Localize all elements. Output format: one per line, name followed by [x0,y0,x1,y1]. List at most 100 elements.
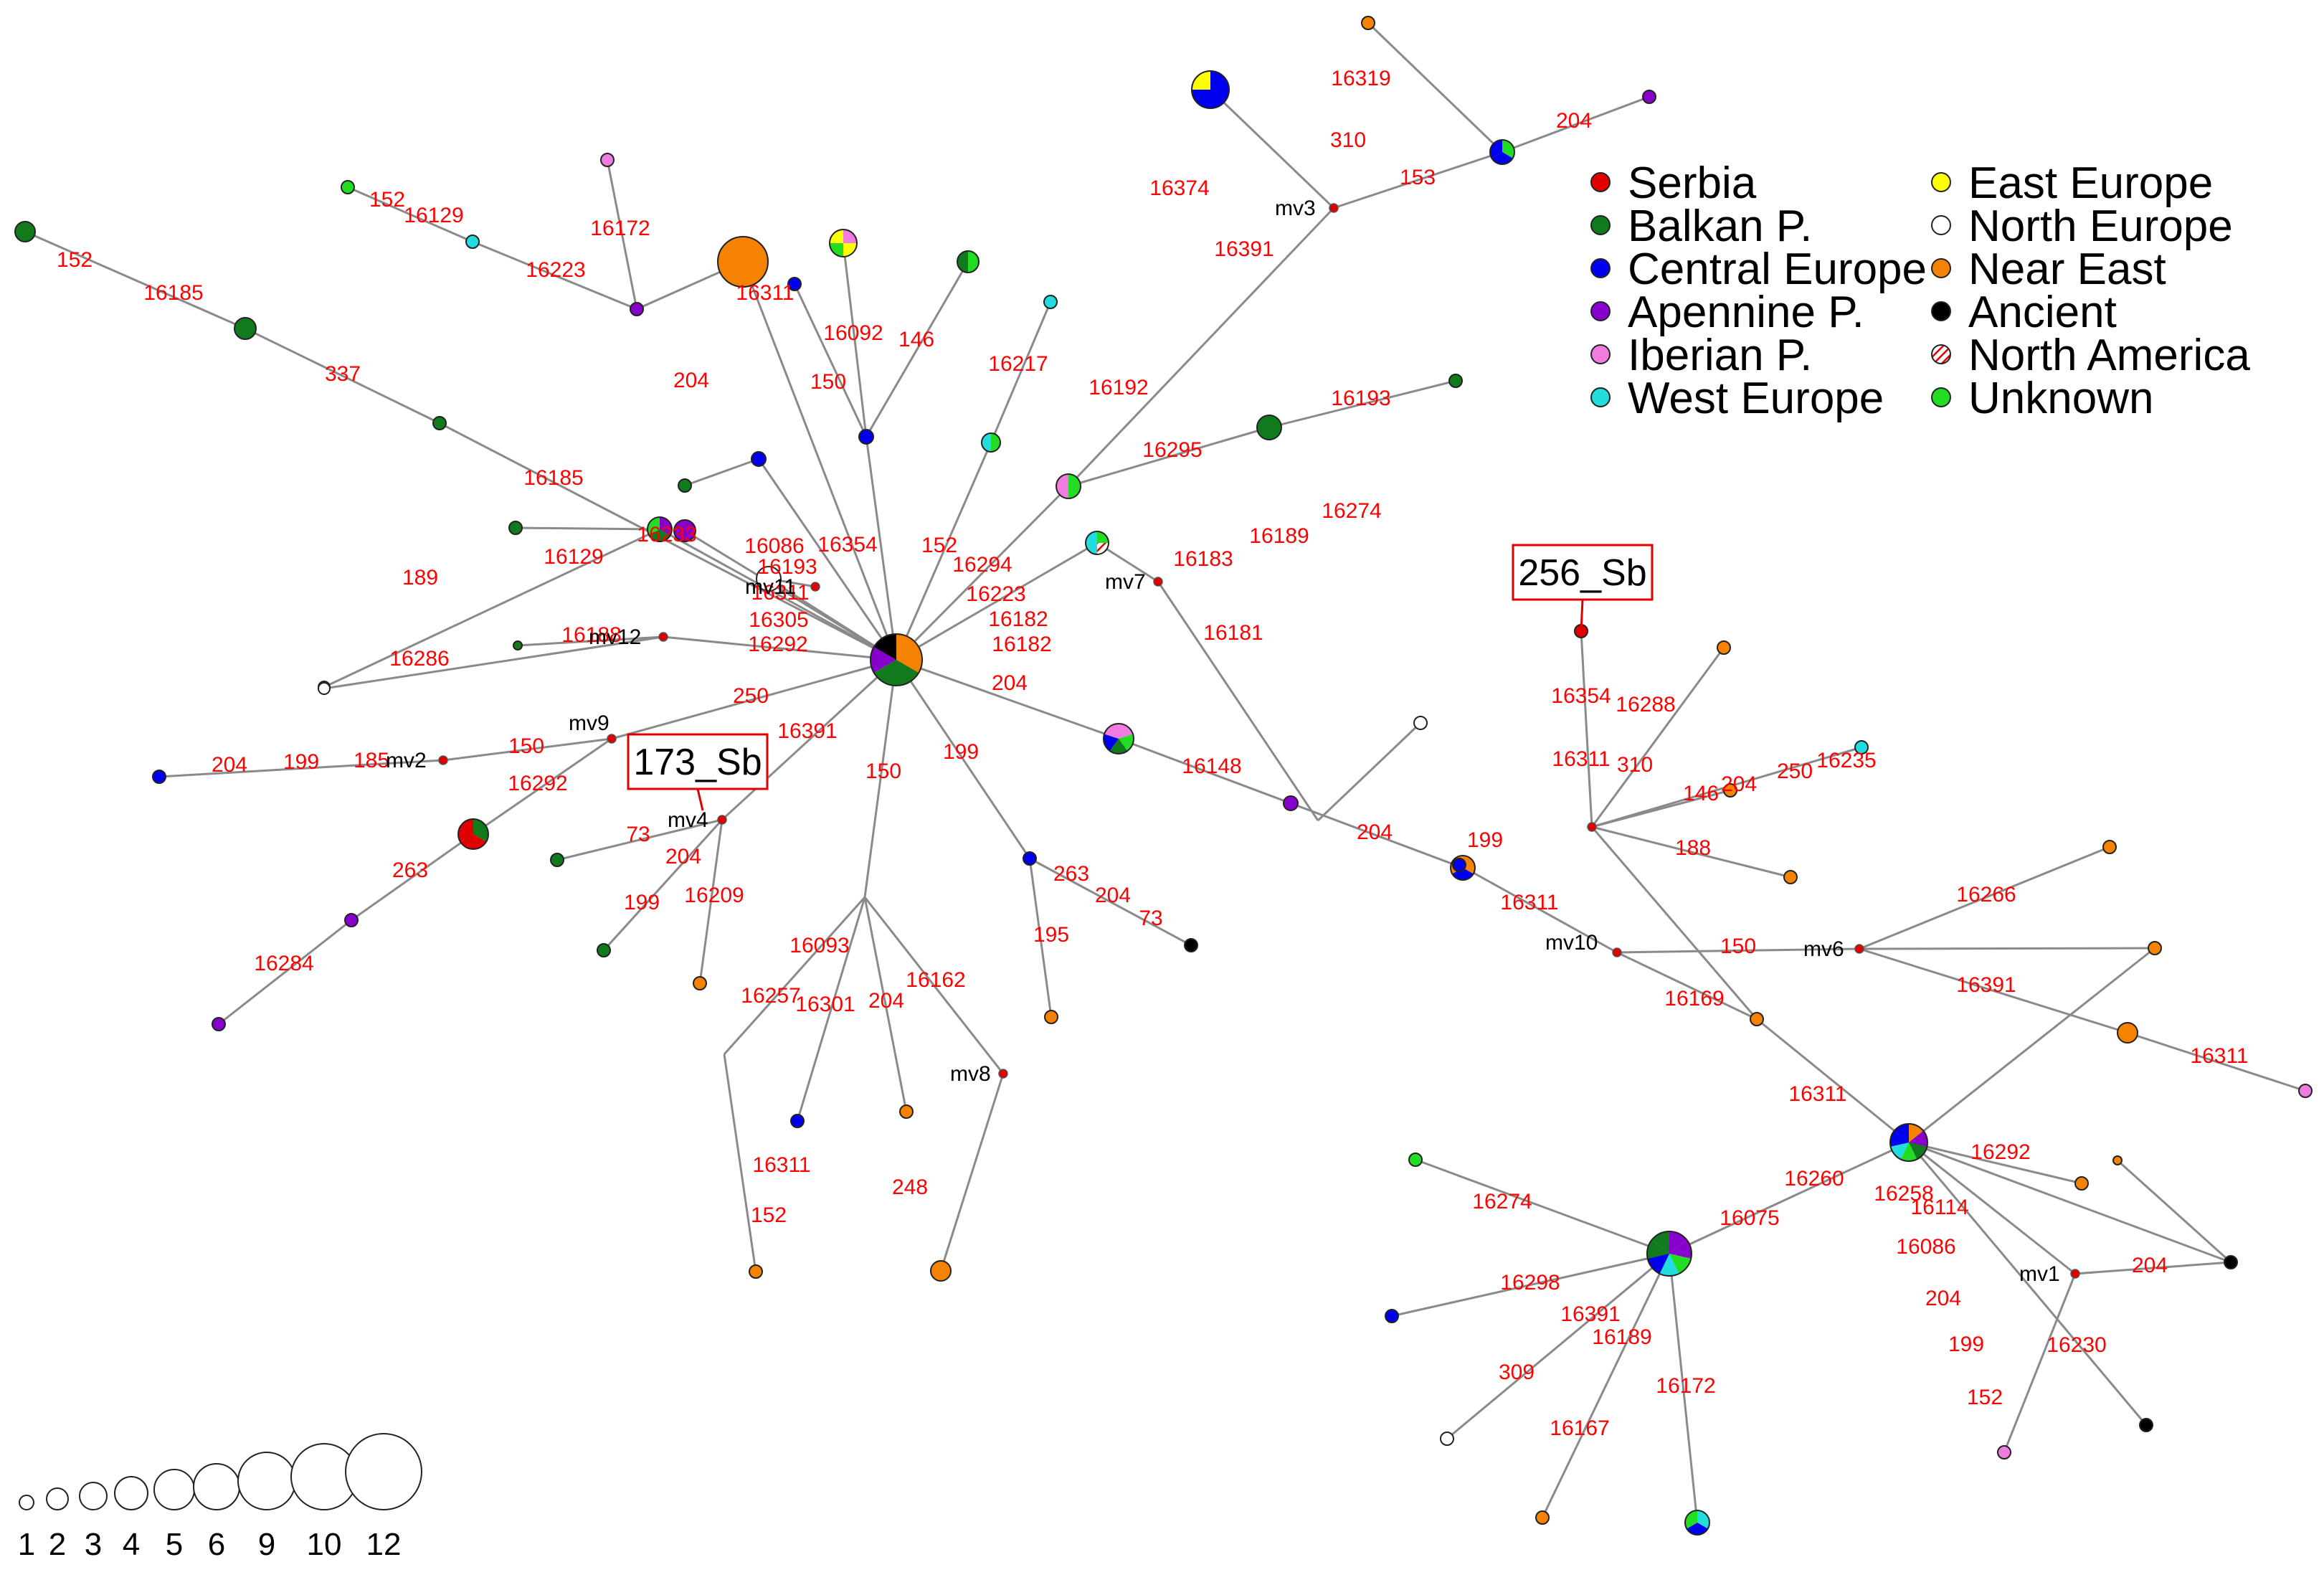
mutation-label: 188 [1675,836,1711,860]
network-edge [684,458,759,487]
mutation-label: 152 [1967,1386,2003,1409]
mutation-label: 16319 [1331,67,1390,90]
median-vector-node [1612,947,1622,957]
median-vector-node [2070,1269,2080,1279]
mutation-label: 16274 [1472,1190,1532,1213]
haplotype-node [513,640,523,650]
haplotype-node [457,818,489,850]
haplotype-node [465,235,480,249]
network-edge [895,485,1070,661]
network-edge [323,635,664,690]
median-vector-node [607,734,617,744]
mutation-label: 16162 [906,968,965,992]
mutation-label: 16311 [1788,1082,1846,1106]
scale-label: 4 [123,1527,140,1562]
network-edge [1908,1141,2076,1275]
network-edge [1580,630,1593,828]
median-vector-node [810,582,820,592]
mutation-label: 16266 [1956,883,2016,907]
network-edge [1590,647,1725,828]
legend-item: Iberian P. [1590,331,1812,380]
network-edge [218,919,352,1026]
network-edge [842,242,868,437]
mutation-label: 16167 [1550,1416,1609,1440]
mutation-label: 16311 [736,281,794,305]
mutation-label: 16189 [1592,1325,1651,1349]
mutation-label: 16129 [404,204,463,227]
haplotype-node [1023,851,1037,866]
mutation-label: 16311 [2190,1044,2248,1068]
mutation-label: 16188 [561,623,621,647]
legend-item: North America [1931,331,2250,380]
network-edge [1367,22,1504,153]
mutation-label: 16182 [992,633,1051,656]
haplotype-node [1889,1123,1928,1162]
legend-item: Ancient [1931,288,2117,337]
haplotype-node [1103,723,1134,754]
network-edge [1908,1141,2082,1185]
haplotype-node [152,770,166,784]
haplotype-node [981,432,1001,453]
median-vector-label: mv9 [569,711,610,735]
network-edge [1859,947,2155,950]
mutation-label: 153 [1400,166,1436,189]
scale-label: 2 [49,1527,66,1562]
network-edge [1756,1018,1910,1144]
median-vector-node [1153,577,1163,587]
mutation-label: 16193 [757,555,817,579]
network-edge [796,896,866,1122]
haplotype-node [870,633,923,686]
haplotype-node [673,519,696,542]
network-edge [1590,826,1758,1020]
mutation-label: 16209 [684,884,744,907]
mutation-label: 204 [992,671,1028,695]
haplotype-node [1854,740,1869,754]
median-vector-node [1329,203,1339,213]
haplotype-node [630,302,644,316]
mutation-label: 16223 [526,258,585,282]
haplotype-node [344,913,359,927]
mutation-label: 16182 [988,607,1048,631]
network-edge [2127,1031,2306,1092]
legend-label: Serbia [1628,158,1757,208]
network-edge [1415,1158,1670,1255]
mutation-label: 152 [57,248,93,272]
haplotype-node [2148,941,2162,955]
legend-swatch [1590,387,1611,407]
network-edge [1446,1252,1670,1440]
network-edge [684,529,897,661]
legend-item: West Europe [1590,374,1884,423]
haplotype-node [212,1017,226,1031]
mutation-label: 73 [1139,907,1162,930]
network-edge [1391,1252,1670,1317]
network-edge [1669,1141,1910,1255]
network-edge [1859,947,2128,1034]
mutation-label: 16284 [254,952,313,975]
median-vector-label: mv1 [2019,1262,2060,1286]
callout-label: 256_Sb [1518,552,1646,594]
mutation-label: 16185 [523,466,583,490]
mutation-label: 16183 [1173,547,1233,571]
mutation-label: 16129 [544,545,603,569]
mutation-label: 16217 [988,352,1048,376]
network-edge [347,186,473,243]
mutation-label: 16260 [1784,1167,1844,1191]
scale-label: 9 [258,1527,275,1562]
haplotype-node [341,180,355,194]
haplotype-node [790,1114,805,1128]
network-edge [606,159,638,310]
mutation-label: 199 [943,740,979,764]
mutation-label: 16169 [1664,987,1724,1011]
mutation-label: 16114 [1910,1196,1968,1219]
mutation-label: 199 [1467,828,1503,852]
legend-swatch [1590,258,1611,278]
network-edge [1591,825,1791,879]
haplotype-node [1452,858,1466,872]
legend-label: West Europe [1628,374,1884,423]
network-edge [473,737,612,836]
scale-label: 3 [85,1527,102,1562]
mutation-label: 337 [325,362,361,386]
mutation-label: 16292 [508,772,567,795]
